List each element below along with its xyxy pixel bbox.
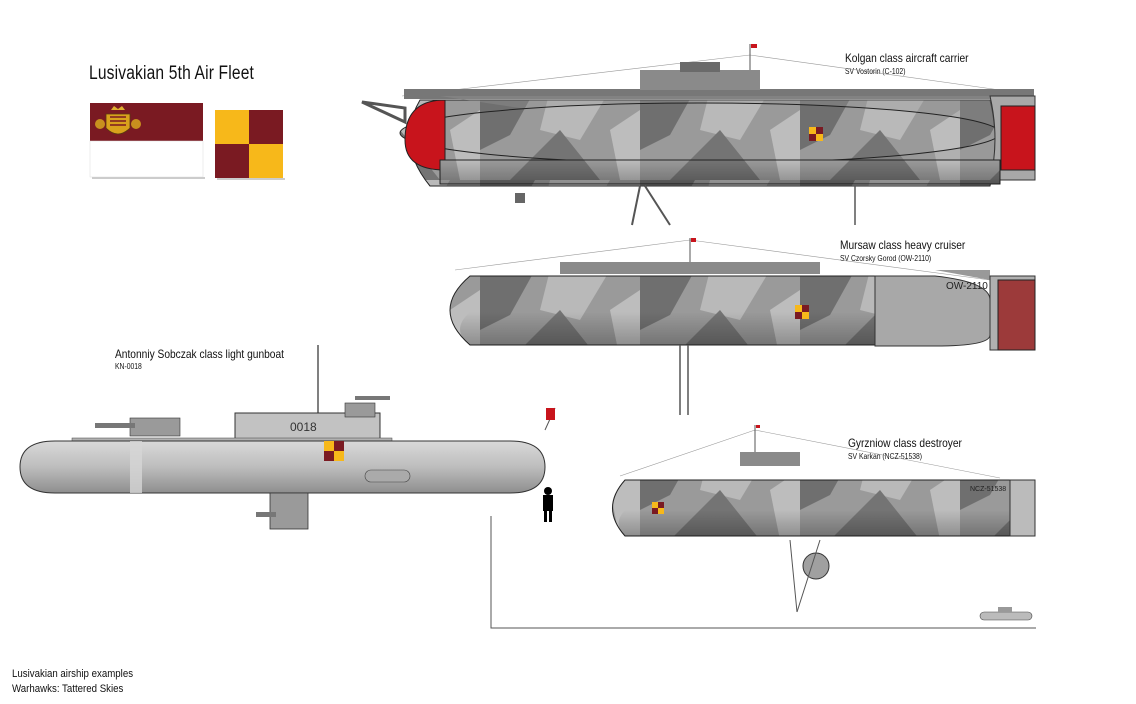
- cruiser-roundel-icon: [795, 305, 809, 319]
- cruiser-hull-code: OW-2110: [946, 281, 988, 292]
- cruiser-ship-name: SV Czorsky Gorod (OW-2110): [840, 254, 932, 263]
- gunboat-ship-name: KN-0018: [115, 362, 142, 371]
- destroyer-airship: NCZ-51538: [612, 425, 1036, 613]
- gunboat-roundel-icon: [324, 441, 344, 461]
- human-scale-silhouette: [543, 487, 553, 522]
- cruiser-class-label: Mursaw class heavy cruiser: [840, 238, 966, 252]
- destroyer-ship-name: SV Karkan (NCZ-51538): [848, 452, 923, 461]
- national-flag: [89, 103, 205, 179]
- carrier-airship: [361, 44, 1036, 226]
- footer-caption: Lusivakian airship examples: [12, 668, 134, 680]
- gunboat-class-label: Antonniy Sobczak class light gunboat: [115, 347, 284, 361]
- roundel-flag: [215, 110, 285, 180]
- cruiser-airship: OW-2110: [449, 238, 1036, 415]
- carrier-roundel-icon: [809, 127, 823, 141]
- scale-reference-ship: [979, 607, 1033, 621]
- gunboat-airship: 0018: [19, 345, 556, 530]
- destroyer-hull-code: NCZ-51538: [970, 486, 1006, 493]
- carrier-class-label: Kolgan class aircraft carrier: [845, 51, 969, 65]
- destroyer-roundel-icon: [652, 502, 664, 514]
- gunboat-hull-code: 0018: [290, 420, 317, 434]
- carrier-ship-name: SV Vostorin (C-102): [845, 67, 906, 76]
- destroyer-class-label: Gyrzniow class destroyer: [848, 436, 962, 450]
- coat-of-arms-icon: [95, 106, 141, 135]
- page-title: Lusivakian 5th Air Fleet: [89, 63, 255, 84]
- footer-credit: Warhawks: Tattered Skies: [12, 683, 124, 695]
